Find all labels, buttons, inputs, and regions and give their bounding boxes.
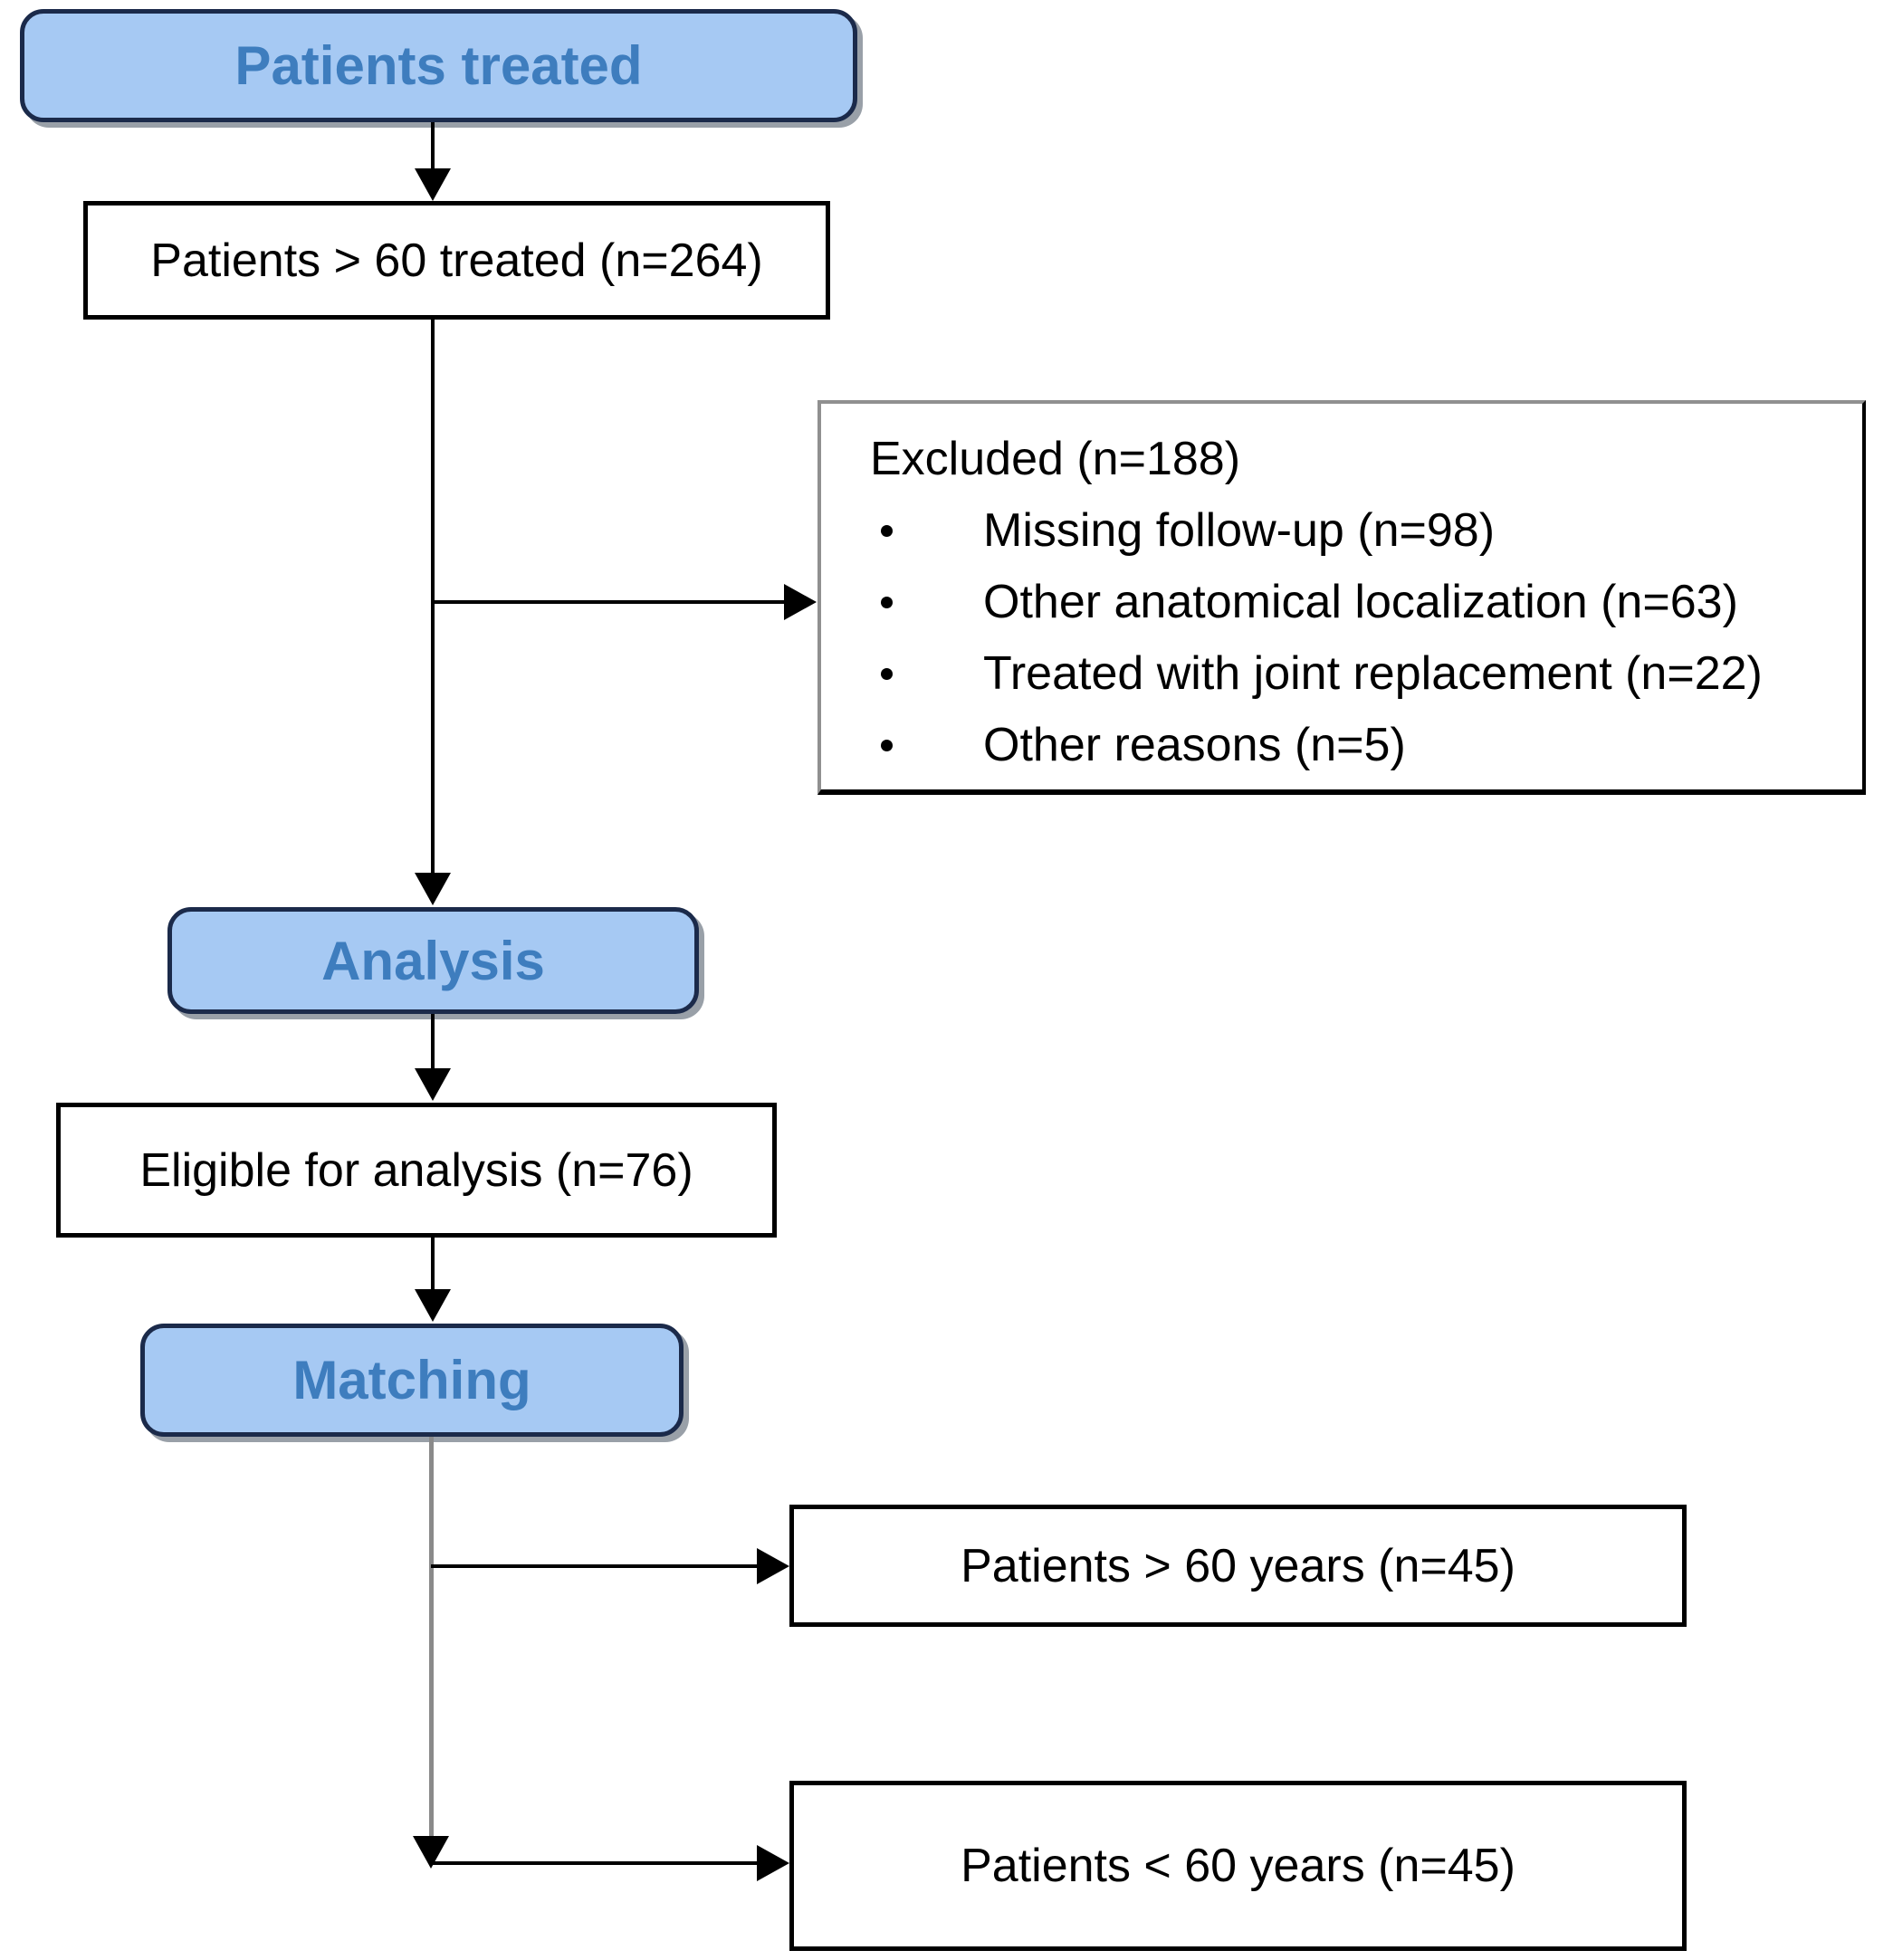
- arrowhead-down-icon: [415, 168, 451, 201]
- arrowhead-right-icon: [784, 584, 817, 620]
- excluded-item: Treated with joint replacement (n=22): [870, 638, 1853, 710]
- bullet-icon: [881, 597, 893, 608]
- flow-line-under60-branch: [431, 1861, 757, 1865]
- excluded-item: Missing follow-up (n=98): [870, 495, 1853, 567]
- flow-line-spine: [431, 320, 435, 874]
- node-analysis-label: Analysis: [321, 930, 545, 991]
- arrowhead-right-icon: [757, 1845, 789, 1881]
- node-matching-label: Matching: [292, 1350, 531, 1410]
- node-eligible: Eligible for analysis (n=76): [56, 1103, 777, 1238]
- excluded-item-label: Missing follow-up (n=98): [983, 504, 1496, 557]
- arrowhead-down-icon: [415, 873, 451, 905]
- arrowhead-down-icon: [415, 1068, 451, 1101]
- bullet-icon: [881, 740, 893, 751]
- node-patients-treated: Patients treated: [20, 9, 857, 122]
- node-analysis: Analysis: [167, 907, 699, 1014]
- node-over60-label: Patients > 60 years (n=45): [961, 1539, 1515, 1592]
- excluded-item-label: Treated with joint replacement (n=22): [983, 647, 1763, 700]
- node-excluded: Excluded (n=188) Missing follow-up (n=98…: [817, 400, 1866, 795]
- node-patients-over60-treated-label: Patients > 60 treated (n=264): [150, 234, 763, 287]
- node-patients-over60-treated: Patients > 60 treated (n=264): [83, 201, 830, 320]
- flow-line-over60-branch: [431, 1564, 757, 1568]
- excluded-item-label: Other reasons (n=5): [983, 719, 1406, 771]
- node-over60: Patients > 60 years (n=45): [789, 1505, 1687, 1627]
- flow-line-excluded-branch: [433, 600, 786, 604]
- node-under60: Patients < 60 years (n=45): [789, 1781, 1687, 1951]
- flow-line-gray: [429, 1437, 434, 1837]
- arrowhead-down-icon: [415, 1289, 451, 1322]
- flow-line: [431, 1014, 435, 1070]
- flow-line-top: [431, 122, 435, 172]
- excluded-title: Excluded (n=188): [870, 433, 1241, 485]
- node-patients-treated-label: Patients treated: [234, 35, 643, 96]
- flow-line: [431, 1238, 435, 1290]
- bullet-icon: [881, 525, 893, 537]
- bullet-icon: [881, 668, 893, 680]
- excluded-item: Other anatomical localization (n=63): [870, 567, 1853, 638]
- node-under60-label: Patients < 60 years (n=45): [961, 1840, 1515, 1892]
- node-matching: Matching: [140, 1324, 684, 1437]
- excluded-item: Other reasons (n=5): [870, 710, 1853, 781]
- excluded-item-label: Other anatomical localization (n=63): [983, 576, 1738, 628]
- node-eligible-label: Eligible for analysis (n=76): [139, 1143, 693, 1197]
- arrowhead-right-icon: [757, 1548, 789, 1584]
